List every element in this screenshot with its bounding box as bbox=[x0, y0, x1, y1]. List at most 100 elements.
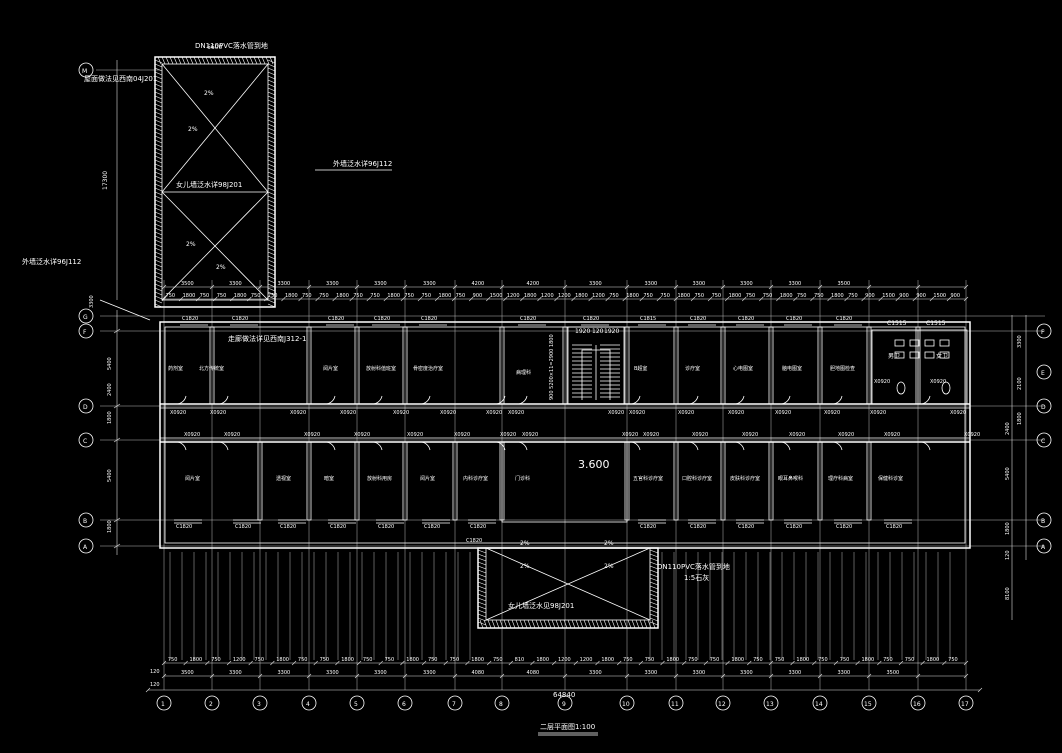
hatch-tower-right bbox=[267, 275, 276, 280]
axis-label-2: 2 bbox=[209, 701, 213, 708]
left-dim-tick bbox=[113, 328, 121, 334]
hatch-tower-right bbox=[267, 239, 276, 244]
hatch-porch-bottom bbox=[619, 619, 624, 629]
axis-bubble-C bbox=[78, 432, 94, 448]
room-label-north: 北方传统室 bbox=[199, 365, 224, 372]
hatch-tower-left bbox=[154, 83, 163, 88]
slope-label-2: 2% bbox=[188, 126, 198, 133]
slope-label-1: 2% bbox=[204, 90, 214, 97]
bottom-windows-text: 750 bbox=[840, 657, 850, 663]
window-label-north: C1820 bbox=[374, 316, 390, 322]
hatch-porch-bottom bbox=[571, 619, 576, 629]
hatch-tower-top bbox=[165, 56, 170, 65]
top-bays-text: 3300 bbox=[374, 281, 387, 287]
left-dim-tick bbox=[113, 517, 121, 523]
stair-dim-2: 120 bbox=[592, 328, 604, 335]
bottom-windows-tick bbox=[443, 660, 448, 666]
hatch-porch-bottom bbox=[591, 619, 596, 629]
hatch-tower-right bbox=[267, 167, 276, 172]
hatch-porch-bottom bbox=[611, 619, 616, 629]
window-label-south: C1820 bbox=[330, 524, 346, 530]
window-label-south: C1820 bbox=[470, 524, 486, 530]
top-windows-text: 1500 bbox=[882, 293, 895, 299]
hatch-tower-right bbox=[267, 191, 276, 196]
hatch-tower-top bbox=[221, 56, 226, 65]
door-swing-south bbox=[629, 441, 641, 451]
hatch-porch-left bbox=[477, 581, 487, 586]
top-windows-text: 1800 bbox=[780, 293, 793, 299]
top-windows-text: 750 bbox=[251, 293, 261, 299]
toilet-window-1: C1515 bbox=[926, 320, 946, 327]
bottom-windows-text: 750 bbox=[710, 657, 720, 663]
top-windows-tick bbox=[963, 296, 969, 302]
hatch-tower-right bbox=[267, 127, 276, 132]
hatch-tower-left bbox=[154, 119, 163, 124]
bottom-windows-tick bbox=[183, 660, 188, 666]
urinal bbox=[894, 351, 905, 359]
top-bays-text: 3300 bbox=[326, 281, 339, 287]
bottom-windows-text: 1800 bbox=[536, 657, 549, 663]
left-dim-text: 3300 bbox=[89, 295, 95, 308]
bottom-windows-text: 750 bbox=[688, 657, 698, 663]
left-dim-text: 2400 bbox=[107, 383, 113, 396]
top-windows-tick bbox=[468, 296, 474, 302]
hatch-tower-right bbox=[267, 195, 276, 200]
door-label-south: X0920 bbox=[838, 432, 854, 438]
bottom-windows-tick bbox=[855, 660, 860, 666]
door-label-south: X0920 bbox=[964, 432, 980, 438]
partition-south bbox=[866, 441, 872, 521]
corridor-note: 走廊做法详见西南J312-1 bbox=[228, 334, 306, 343]
urinal bbox=[939, 351, 950, 359]
porch-diag bbox=[485, 547, 569, 585]
top-windows-text: 1800 bbox=[729, 293, 742, 299]
axis-bubble-5 bbox=[349, 695, 365, 711]
bottom-bays-tick bbox=[562, 673, 568, 679]
door-label-north: X0920 bbox=[629, 410, 645, 416]
window-label-south: C1820 bbox=[235, 524, 251, 530]
room-label-south: 保健科诊室 bbox=[878, 475, 903, 482]
top-windows-text: 750 bbox=[814, 293, 824, 299]
axis-label-D: D bbox=[83, 404, 88, 411]
bottom-bays-tick bbox=[306, 673, 312, 679]
hatch-tower-left bbox=[154, 63, 163, 68]
top-windows-tick bbox=[400, 296, 406, 302]
staircase bbox=[567, 326, 625, 405]
hatch-porch-bottom bbox=[599, 619, 604, 629]
hatch-tower-right bbox=[267, 163, 276, 168]
hatch-tower-right bbox=[267, 115, 276, 120]
top-windows-text: 1800 bbox=[439, 293, 452, 299]
bottom-windows-text: 1800 bbox=[190, 657, 203, 663]
room-label-south: 内科诊疗室 bbox=[463, 475, 488, 482]
hatch-tower-right bbox=[267, 159, 276, 164]
room-label-south: 皮肤科诊疗室 bbox=[730, 475, 760, 482]
top-windows-text: 1800 bbox=[387, 293, 400, 299]
bottom-windows-tick bbox=[812, 660, 817, 666]
axis-label-10: 10 bbox=[622, 701, 630, 708]
door-swing-north bbox=[217, 395, 229, 405]
door-swing-north bbox=[733, 395, 745, 405]
bottom-windows-tick bbox=[595, 660, 600, 666]
axis-bubble-A bbox=[78, 538, 94, 554]
bottom-windows-tick bbox=[205, 660, 210, 666]
hatch-tower-right bbox=[267, 295, 276, 300]
overall-tick bbox=[145, 687, 151, 693]
hatch-tower-right bbox=[267, 75, 276, 80]
bottom-windows-tick bbox=[616, 660, 622, 666]
top-bays-tick bbox=[354, 284, 360, 290]
hatch-porch-bottom bbox=[499, 619, 504, 629]
partition-south bbox=[402, 441, 408, 521]
partition-south bbox=[452, 441, 458, 521]
hatch-porch-bottom bbox=[567, 619, 572, 629]
toilet-window-2: C1515 bbox=[887, 320, 907, 327]
tower-inner bbox=[161, 63, 269, 301]
pipe-note-top: DN110PVC落水管到地 bbox=[195, 41, 268, 50]
window-label-south: C1820 bbox=[738, 524, 754, 530]
wc-bowl bbox=[941, 381, 951, 395]
bottom-bays-tick bbox=[161, 673, 167, 679]
window-label-south: C1820 bbox=[640, 524, 656, 530]
top-windows-text: 750 bbox=[404, 293, 414, 299]
axis-label-A: A bbox=[83, 544, 88, 551]
door-label-north: X0920 bbox=[210, 410, 226, 416]
top-windows-tick bbox=[861, 296, 866, 302]
hatch-tower-left bbox=[154, 227, 163, 232]
